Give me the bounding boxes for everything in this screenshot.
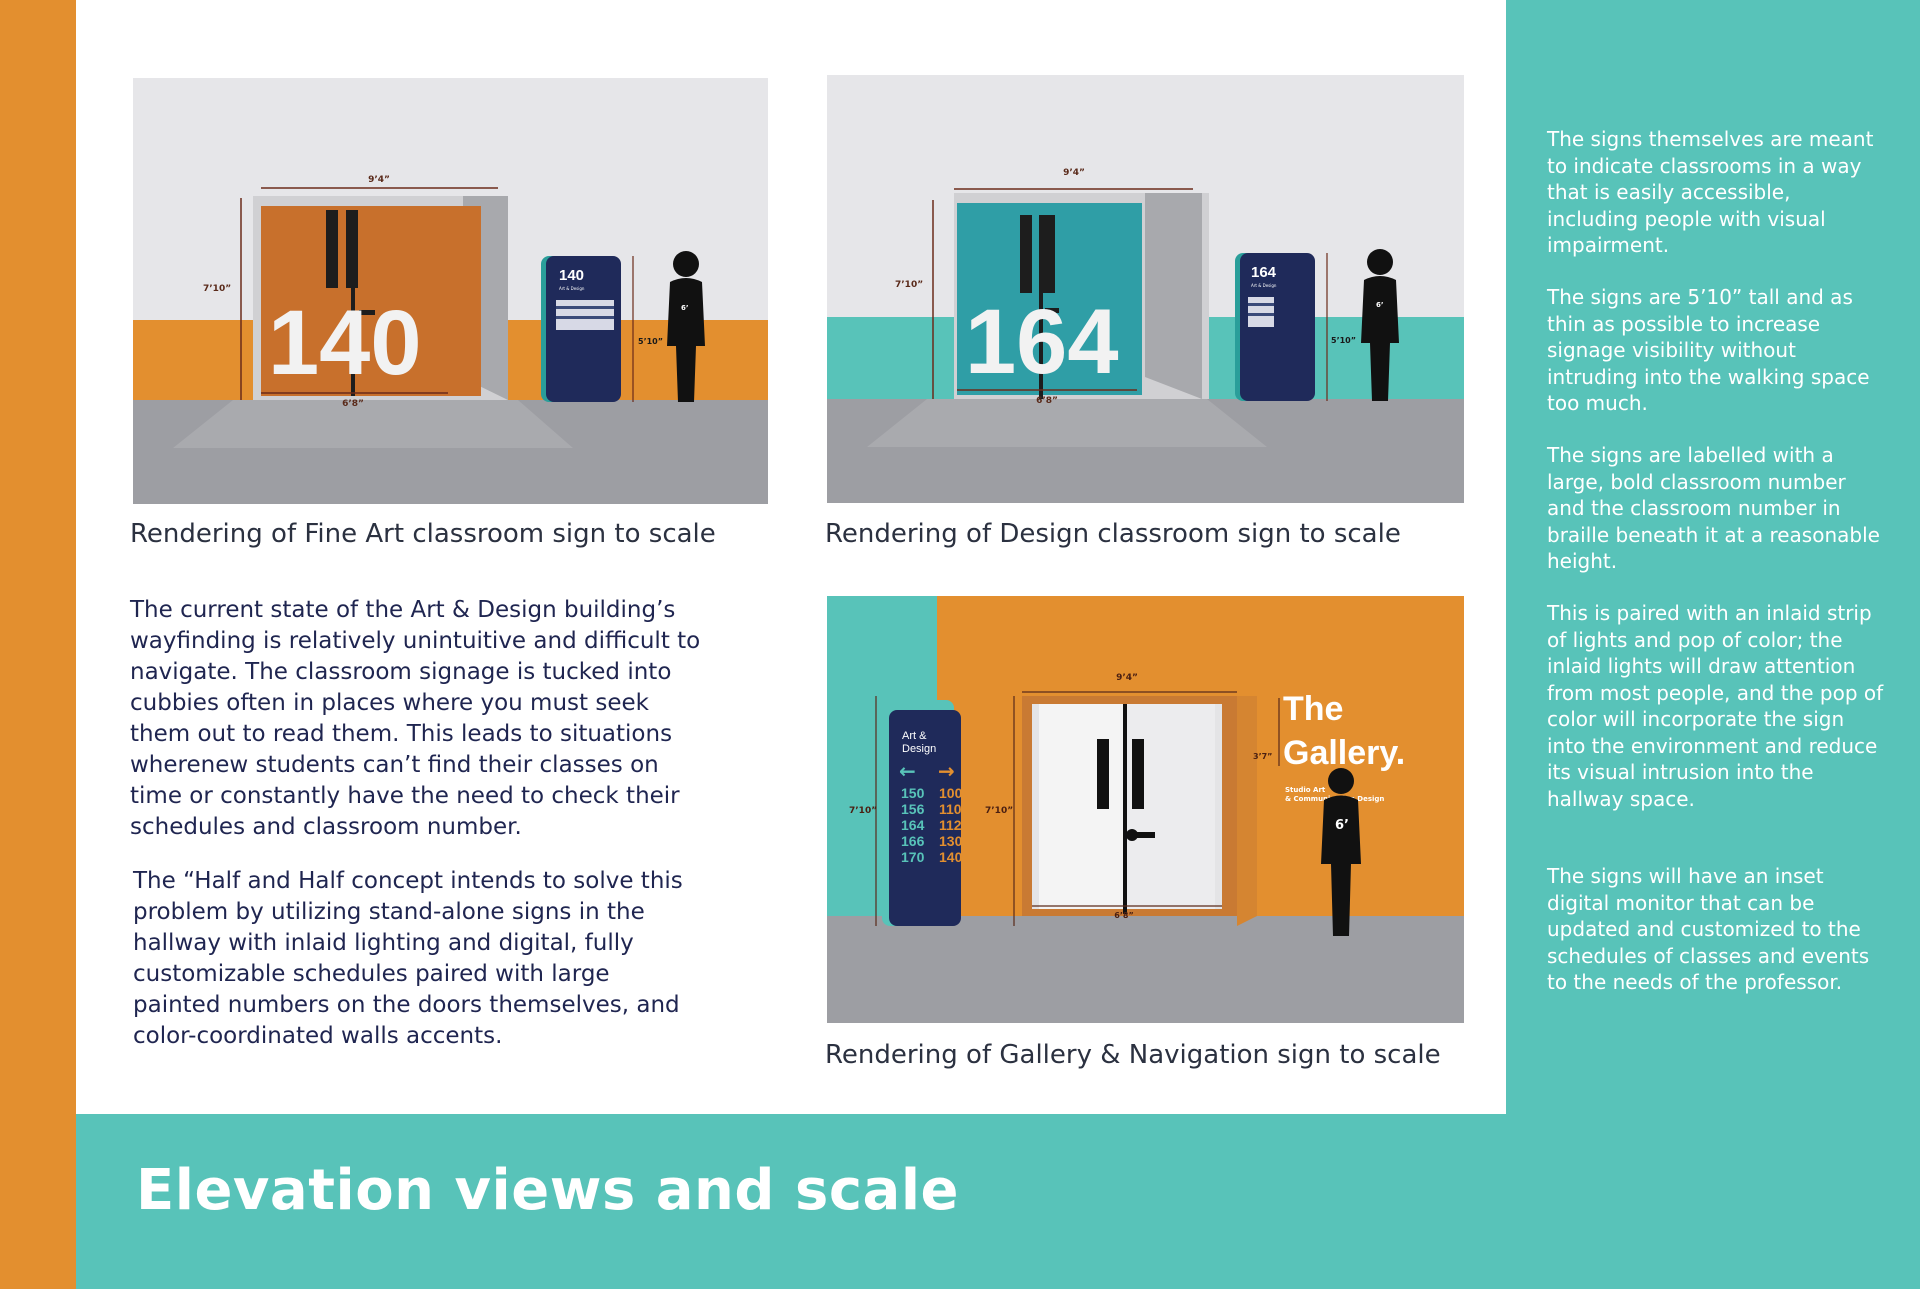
gallery-title-line1: The xyxy=(1283,690,1343,728)
person-silhouette xyxy=(667,251,705,402)
nav-left-room: 166 xyxy=(901,833,925,849)
side-paragraph-4: This is paired with an inlaid strip of l… xyxy=(1547,601,1884,811)
fine-art-caption: Rendering of Fine Art classroom sign to … xyxy=(130,519,716,549)
person-silhouette xyxy=(1361,249,1399,401)
dim-title: 3’7” xyxy=(1253,752,1272,761)
side-paragraph-1: The signs themselves are meant to indica… xyxy=(1547,127,1874,257)
sign-number: 140 xyxy=(559,267,584,284)
sign-number: 164 xyxy=(1251,264,1277,281)
dim-width: 9’4” xyxy=(1063,168,1085,178)
person-height: 6’ xyxy=(1376,301,1384,309)
person-height: 6’ xyxy=(681,304,689,312)
dim-door: 6’8” xyxy=(1036,396,1058,406)
dim-door: 6’8” xyxy=(1114,911,1133,920)
dim-sign: 5’10” xyxy=(1331,336,1356,345)
dim-height: 7’10” xyxy=(895,280,923,290)
nav-right-room: 130 xyxy=(939,833,963,849)
dim-height: 7’10” xyxy=(203,284,231,294)
nav-right-room: 112 xyxy=(939,817,962,833)
gallery-subtitle-line1: Studio Art xyxy=(1285,786,1326,794)
nav-title-line2: Design xyxy=(902,743,936,755)
dim-width: 9’4” xyxy=(368,175,390,185)
navigation-sign xyxy=(889,710,961,926)
sign-sub: Art & Design xyxy=(559,286,585,291)
person-height: 6’ xyxy=(1335,818,1349,833)
left-accent-band xyxy=(0,0,76,1289)
nav-title-line1: Art & xyxy=(902,730,927,742)
gallery-rendering: 9’4” 7’10” 6’8” 7’10” 3’7” Art & Design … xyxy=(827,596,1464,1023)
gallery-title-line2: Gallery. xyxy=(1283,734,1405,772)
fine-art-rendering: 140 9’4” 7’10” 6’8” 140 Art & Design 5’1… xyxy=(133,78,768,504)
nav-arrow-left: ← xyxy=(899,759,916,783)
nav-right-room: 100 xyxy=(939,785,963,801)
nav-left-room: 150 xyxy=(901,785,925,801)
door-number: 164 xyxy=(965,291,1119,393)
body-paragraph-1: The current state of the Art & Design bu… xyxy=(130,597,701,840)
nav-left-room: 156 xyxy=(901,801,925,817)
nav-arrow-right: → xyxy=(938,759,955,783)
nav-left-room: 164 xyxy=(901,817,925,833)
body-paragraph-2: The “Half and Half concept intends to so… xyxy=(133,868,683,1049)
door xyxy=(261,206,481,396)
right-text-panel xyxy=(1506,0,1920,1289)
side-paragraph-2: The signs are 5’10” tall and as thin as … xyxy=(1547,285,1870,415)
door-number: 140 xyxy=(268,292,422,394)
side-paragraph-3: The signs are labelled with a large, bol… xyxy=(1547,443,1880,573)
person-silhouette xyxy=(1321,768,1361,936)
nav-left-room: 170 xyxy=(901,849,925,865)
dim-sign: 5’10” xyxy=(638,337,663,346)
page-title: Elevation views and scale xyxy=(136,1158,959,1223)
dim-sign: 7’10” xyxy=(849,806,877,816)
dim-width: 9’4” xyxy=(1116,673,1138,683)
dim-door: 6’8” xyxy=(342,399,364,409)
design-rendering: 164 9’4” 7’10” 6’8” 164 Art & Design 5’1… xyxy=(827,75,1464,503)
dim-height: 7’10” xyxy=(985,806,1013,816)
room-sign xyxy=(1240,253,1315,401)
design-caption: Rendering of Design classroom sign to sc… xyxy=(825,519,1401,549)
footer-band xyxy=(76,1114,1920,1289)
sign-sub: Art & Design xyxy=(1251,283,1277,288)
nav-right-room: 140 xyxy=(939,849,963,865)
gallery-caption: Rendering of Gallery & Navigation sign t… xyxy=(825,1040,1441,1070)
side-paragraph-5: The signs will have an inset digital mon… xyxy=(1547,864,1870,994)
nav-right-room: 110 xyxy=(939,801,962,817)
